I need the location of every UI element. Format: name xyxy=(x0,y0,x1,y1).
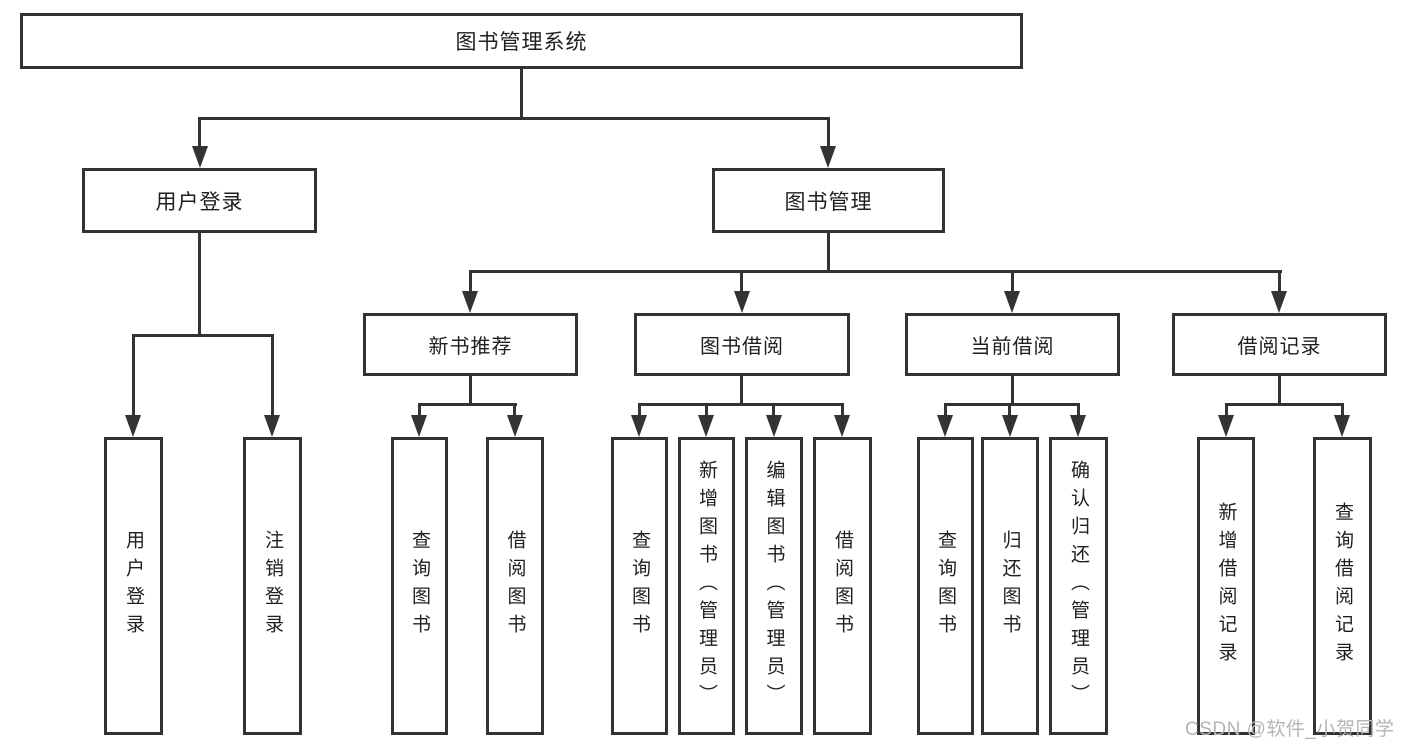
node-book-management: 图书管理 xyxy=(712,168,945,233)
leaf-recommend-query-books: 查询图书 xyxy=(391,437,448,735)
connector-line xyxy=(1225,403,1344,406)
arrow-down-icon xyxy=(507,415,523,437)
leaf-borrowing-add-books-admin: 新增图书（管理员） xyxy=(678,437,735,735)
leaf-borrowing-edit-books-admin: 编辑图书（管理员） xyxy=(745,437,803,735)
arrow-down-icon xyxy=(937,415,953,437)
arrow-down-icon xyxy=(1334,415,1350,437)
arrow-down-icon xyxy=(1271,291,1287,313)
node-new-book-recommend: 新书推荐 xyxy=(363,313,578,376)
connector-line xyxy=(772,403,775,415)
connector-line xyxy=(418,403,517,406)
connector-line xyxy=(132,334,274,337)
connector-line xyxy=(198,117,201,146)
connector-line xyxy=(469,270,1282,273)
connector-line xyxy=(1225,403,1228,415)
connector-line xyxy=(638,403,641,415)
arrow-down-icon xyxy=(1070,415,1086,437)
leaf-records-add-record: 新增借阅记录 xyxy=(1197,437,1255,735)
connector-line xyxy=(841,403,844,415)
node-root: 图书管理系统 xyxy=(20,13,1023,69)
connector-line xyxy=(1077,403,1080,415)
connector-line xyxy=(1278,270,1281,291)
leaf-records-query-record: 查询借阅记录 xyxy=(1313,437,1372,735)
arrow-down-icon xyxy=(1002,415,1018,437)
leaf-logout: 注销登录 xyxy=(243,437,302,735)
arrow-down-icon xyxy=(264,415,280,437)
arrow-down-icon xyxy=(820,146,836,168)
connector-line xyxy=(1008,403,1011,415)
connector-line xyxy=(469,376,472,405)
node-book-borrowing: 图书借阅 xyxy=(634,313,850,376)
arrow-down-icon xyxy=(698,415,714,437)
connector-line xyxy=(1278,376,1281,405)
csdn-watermark: CSDN @软件_小贺同学 xyxy=(1185,719,1395,740)
arrow-down-icon xyxy=(734,291,750,313)
arrow-down-icon xyxy=(1218,415,1234,437)
connector-line xyxy=(418,403,421,415)
leaf-current-confirm-return-admin: 确认归还（管理员） xyxy=(1049,437,1108,735)
arrow-down-icon xyxy=(766,415,782,437)
connector-line xyxy=(827,117,830,146)
connector-line xyxy=(944,403,1080,406)
arrow-down-icon xyxy=(631,415,647,437)
connector-line xyxy=(638,403,844,406)
leaf-current-query-books: 查询图书 xyxy=(917,437,974,735)
connector-line xyxy=(740,376,743,405)
connector-line xyxy=(827,233,830,273)
connector-line xyxy=(513,403,516,415)
node-current-borrowing: 当前借阅 xyxy=(905,313,1120,376)
connector-line xyxy=(469,270,472,291)
arrow-down-icon xyxy=(834,415,850,437)
leaf-user-login: 用户登录 xyxy=(104,437,163,735)
arrow-down-icon xyxy=(1004,291,1020,313)
connector-line xyxy=(1011,270,1014,291)
leaf-borrowing-borrow-books: 借阅图书 xyxy=(813,437,872,735)
connector-line xyxy=(198,233,201,337)
node-borrowing-records: 借阅记录 xyxy=(1172,313,1387,376)
connector-line xyxy=(944,403,947,415)
connector-line xyxy=(271,334,274,415)
arrow-down-icon xyxy=(462,291,478,313)
leaf-borrowing-query-books: 查询图书 xyxy=(611,437,668,735)
connector-line xyxy=(198,117,830,120)
leaf-recommend-borrow-books: 借阅图书 xyxy=(486,437,544,735)
connector-line xyxy=(520,69,523,119)
connector-line xyxy=(1011,376,1014,405)
arrow-down-icon xyxy=(192,146,208,168)
connector-line xyxy=(705,403,708,415)
arrow-down-icon xyxy=(125,415,141,437)
node-user-login: 用户登录 xyxy=(82,168,317,233)
leaf-current-return-books: 归还图书 xyxy=(981,437,1039,735)
arrow-down-icon xyxy=(411,415,427,437)
connector-line xyxy=(132,334,135,415)
connector-line xyxy=(740,270,743,291)
connector-line xyxy=(1341,403,1344,415)
